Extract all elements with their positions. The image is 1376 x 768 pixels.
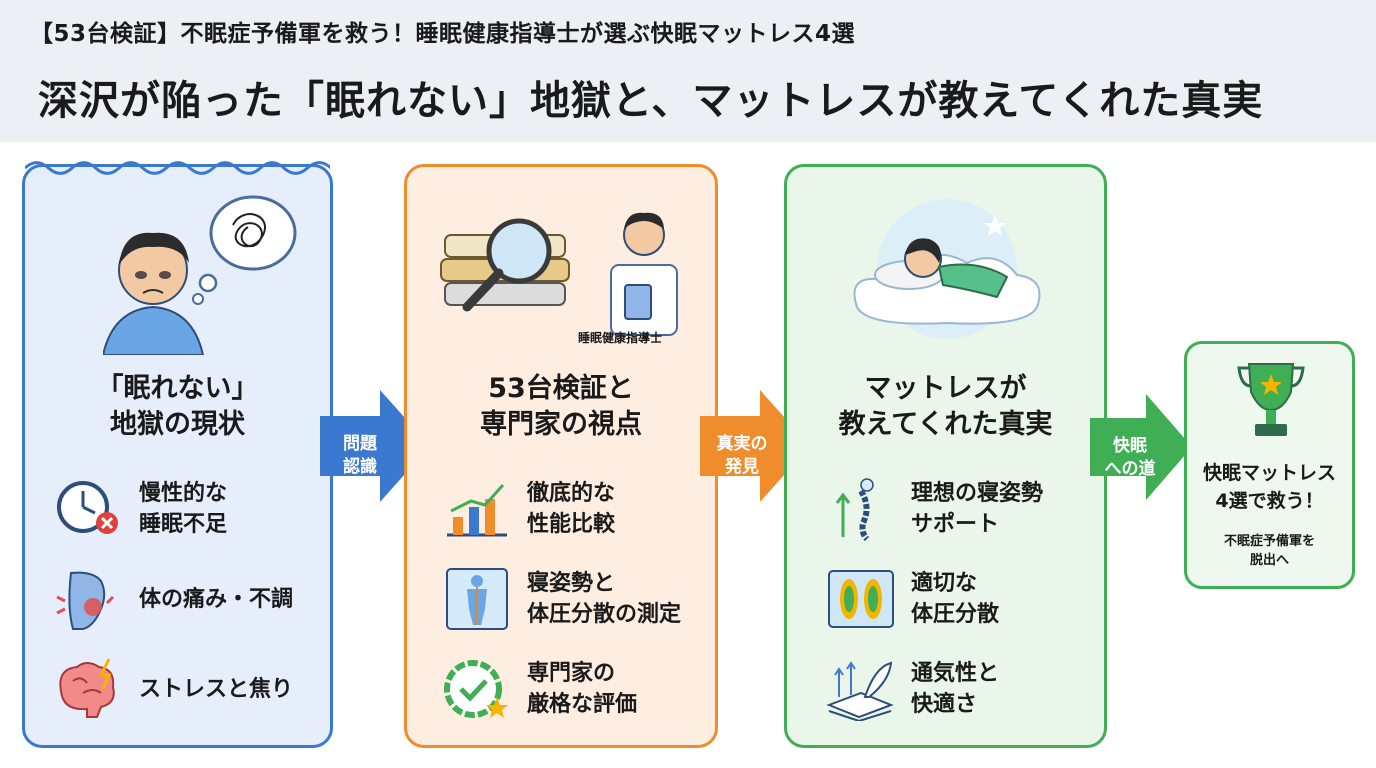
list-item: 体の痛み・不調 xyxy=(53,567,293,631)
list-item: 通気性と 快適さ xyxy=(825,657,999,721)
item-text-line2: 快適さ xyxy=(911,692,978,717)
feather-airflow-icon xyxy=(826,661,894,721)
item-text-line2: 性能比較 xyxy=(527,512,616,537)
item-text-line1: 慢性的な xyxy=(139,481,228,506)
arrow-problem-recognition xyxy=(320,390,430,502)
item-text-line1: 通気性と xyxy=(911,661,1000,686)
item-text-line1: 適切な xyxy=(911,571,978,596)
item-text-line1: 専門家の xyxy=(527,661,616,686)
list-item: 専門家の 厳格な評価 xyxy=(441,657,637,721)
list-item: 慢性的な 睡眠不足 xyxy=(53,477,227,541)
item-text-line2: 体圧分散 xyxy=(911,602,1000,627)
item-text-line1: 体の痛み・不調 xyxy=(139,586,294,612)
item-text-line1: ストレスと焦り xyxy=(139,676,294,702)
page-subtitle: 【53台検証】不眠症予備軍を救う！睡眠健康指導士が選ぶ快眠マットレス4選 xyxy=(30,21,856,47)
arrow-label-line1: 快眠 xyxy=(1113,436,1147,456)
body-scan-icon xyxy=(446,568,508,630)
panel-heading-line2: 教えてくれた真実 xyxy=(838,409,1053,440)
arrow-truth-discovery xyxy=(700,390,810,502)
panel-heading-line2: 専門家の視点 xyxy=(480,409,642,440)
wavy-border-decoration xyxy=(25,161,330,175)
list-item: ストレスと焦り xyxy=(53,657,293,721)
goal-subtext-line2: 脱出へ xyxy=(1249,553,1289,568)
goal-subtext-line1: 不眠症予備軍を xyxy=(1223,534,1315,549)
list-item: 徹底的な 性能比較 xyxy=(441,477,615,541)
sleeping-woman-illustration xyxy=(853,199,1041,339)
expert-badge-label: 睡眠健康指導士 xyxy=(578,331,663,345)
list-item: 理想の寝姿勢 サポート xyxy=(825,477,1043,541)
footprint-map-icon xyxy=(828,570,894,628)
mattress-magnifier-illustration xyxy=(440,212,678,336)
header-banner: 【53台検証】不眠症予備軍を救う！睡眠健康指導士が選ぶ快眠マットレス4選 深沢が… xyxy=(0,0,1376,142)
arrow-label-line2: 発見 xyxy=(725,457,759,477)
panel-heading-line1: 「眠れない」 xyxy=(96,373,259,404)
panel-verification: 53台検証と 専門家の視点 徹底的な 性能比較 寝姿勢と 体圧分散の測定 xyxy=(404,164,718,748)
panel-current-state: 「眠れない」 地獄の現状 慢性的な 睡眠不足 体の痛み・不調 xyxy=(22,161,333,748)
item-text-line2: サポート xyxy=(911,512,1000,537)
brain-lightning-icon xyxy=(59,658,115,718)
item-text-line1: 理想の寝姿勢 xyxy=(911,481,1044,506)
back-pain-icon xyxy=(56,571,115,630)
item-text-line2: 体圧分散の測定 xyxy=(527,602,682,627)
arrow-label-line2: への道 xyxy=(1104,459,1156,479)
panel-heading-line1: マットレスが xyxy=(864,373,1027,404)
arrow-label-line1: 真実の xyxy=(716,434,768,454)
arrow-label-line1: 問題 xyxy=(343,434,377,454)
panel-heading-line2: 地獄の現状 xyxy=(110,409,245,440)
goal-text-line1: 快眠マットレス xyxy=(1202,462,1336,484)
trophy-icon xyxy=(1237,363,1305,436)
item-text-line1: 徹底的な xyxy=(527,481,616,506)
clock-x-icon xyxy=(57,481,118,534)
panel-heading-line1: 53台検証と xyxy=(488,373,634,404)
arrow-label-line2: 認識 xyxy=(343,457,377,477)
list-item: 適切な 体圧分散 xyxy=(825,567,999,631)
arrow-path-to-sleep xyxy=(1090,394,1192,500)
panel-truth: マットレスが 教えてくれた真実 理想の寝姿勢 サポート 適切な 体圧分散 xyxy=(784,164,1107,748)
tired-man-illustration xyxy=(103,195,297,355)
check-badge-icon xyxy=(444,660,508,718)
item-text-line2: 厳格な評価 xyxy=(527,692,638,717)
page-title: 深沢が陥った「眠れない」地獄と、マットレスが教えてくれた真実 xyxy=(38,78,1264,124)
panel-goal: 快眠マットレス 4選で救う！ 不眠症予備軍を 脱出へ xyxy=(1184,341,1355,589)
bar-chart-icon xyxy=(447,483,507,537)
list-item: 寝姿勢と 体圧分散の測定 xyxy=(441,567,681,631)
spine-icon xyxy=(835,478,874,541)
goal-text-line2: 4選で救う！ xyxy=(1215,490,1324,512)
item-text-line2: 睡眠不足 xyxy=(139,512,228,537)
item-text-line1: 寝姿勢と xyxy=(527,571,616,596)
